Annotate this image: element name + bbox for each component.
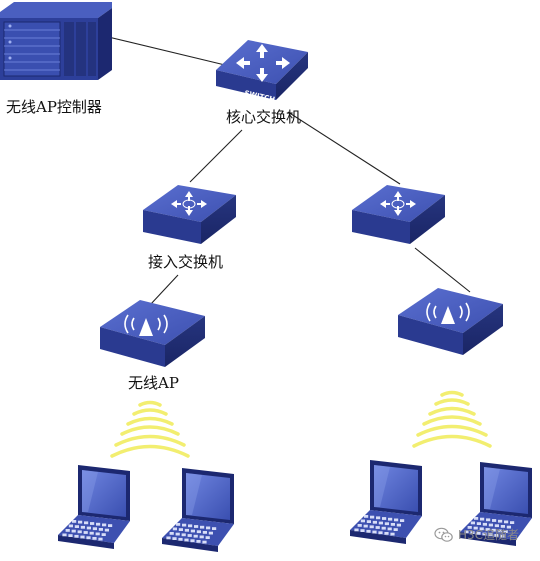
laptop-4 bbox=[460, 462, 532, 546]
wifi-signal-icon bbox=[110, 400, 190, 458]
link-controller-core bbox=[99, 34, 226, 66]
watermark-text: H3C追随者 bbox=[458, 528, 520, 542]
link-core-access-right bbox=[287, 111, 401, 185]
wifi-signal-icon bbox=[412, 390, 492, 448]
laptop-2 bbox=[162, 468, 234, 552]
access-switch-icon bbox=[143, 185, 236, 244]
wifi-signal-left bbox=[110, 400, 190, 458]
wifi-signal-right bbox=[412, 390, 492, 448]
link-access-left-ap-left bbox=[149, 274, 179, 306]
server-chassis-icon bbox=[0, 2, 112, 80]
core-switch-icon: SWITCH bbox=[216, 40, 308, 104]
label-wireless-ap: 无线AP bbox=[128, 374, 179, 392]
watermark: H3C追随者 bbox=[434, 526, 519, 543]
wireless-ap-right bbox=[398, 288, 503, 355]
connection-lines bbox=[99, 34, 471, 306]
wireless-ap-icon bbox=[398, 288, 503, 355]
laptop-3 bbox=[350, 460, 422, 544]
access-switch-right bbox=[352, 185, 445, 244]
label-core-switch: 核心交换机 bbox=[226, 108, 302, 126]
laptop-icon bbox=[162, 468, 234, 552]
link-access-right-ap-right bbox=[414, 247, 471, 293]
access-switch-icon bbox=[352, 185, 445, 244]
wireless-ap-left bbox=[100, 300, 205, 367]
laptop-icon bbox=[460, 462, 532, 546]
laptops bbox=[58, 460, 532, 552]
label-access-switch: 接入交换机 bbox=[148, 253, 224, 271]
laptop-icon bbox=[350, 460, 422, 544]
core-switch: SWITCH bbox=[216, 40, 308, 104]
wireless-ap-icon bbox=[100, 300, 205, 367]
access-switch-left bbox=[143, 185, 236, 244]
laptop-icon bbox=[58, 465, 130, 549]
wireless-controller bbox=[0, 2, 112, 80]
link-core-access-left bbox=[189, 129, 243, 183]
laptop-1 bbox=[58, 465, 130, 549]
wechat-icon bbox=[434, 527, 453, 542]
label-wireless-controller: 无线AP控制器 bbox=[6, 98, 102, 116]
